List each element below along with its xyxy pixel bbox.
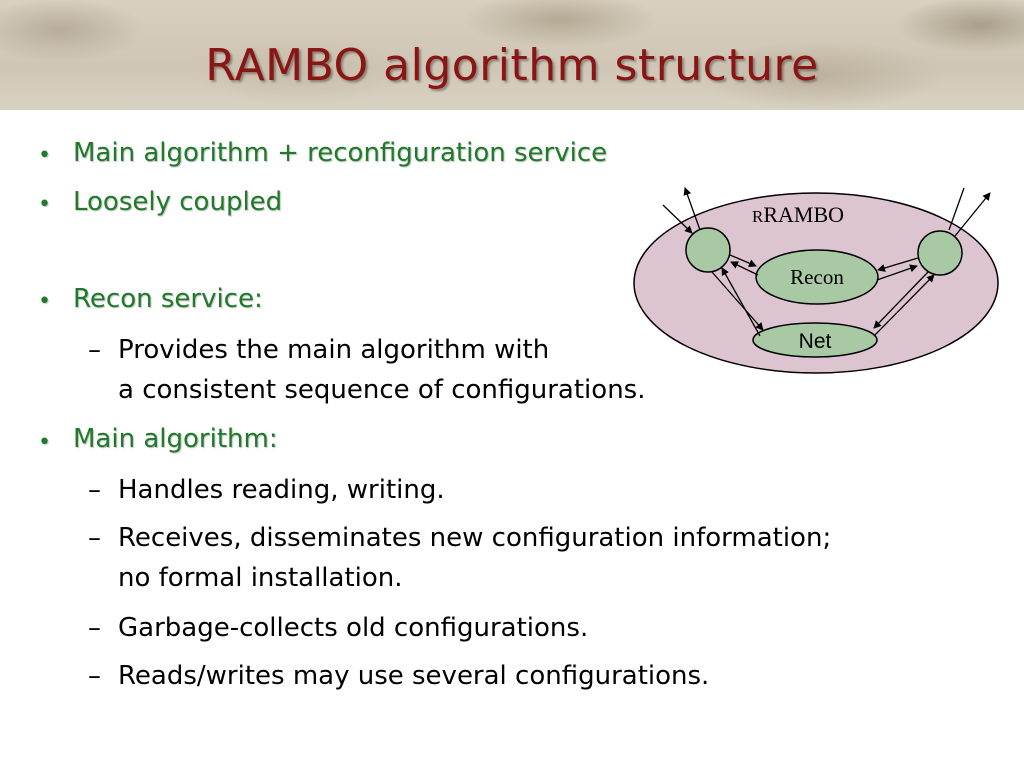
bullet-recon-service: Recon service: [73, 284, 263, 314]
arrow-out-left [683, 187, 701, 231]
arrow-out-right [954, 192, 991, 237]
arrow-in-left [662, 204, 693, 234]
recon-label: Recon [790, 265, 844, 289]
dash-icon: – [88, 523, 101, 553]
bullet-icon: • [38, 143, 51, 168]
main-sub-handles: Handles reading, writing. [118, 475, 445, 505]
recon-sub-line1: Provides the main algorithm with [118, 335, 550, 365]
main-node-right [917, 230, 963, 276]
rambo-prefix-label: R [752, 207, 764, 226]
svg-text:RRAMBO: RRAMBO [752, 202, 844, 227]
bullet-loosely-coupled: Loosely coupled [73, 187, 283, 217]
header-background [0, 0, 1024, 110]
arrow-right-to-net [873, 271, 929, 329]
dash-icon: – [88, 613, 101, 643]
recon-sub-line2: a consistent sequence of configurations. [118, 375, 646, 405]
main-sub-receives-line1: Receives, disseminates new configuration… [118, 523, 832, 553]
main-node-left [685, 227, 731, 273]
dash-icon: – [88, 475, 101, 505]
bullet-icon: • [38, 430, 51, 455]
bullet-icon: • [38, 192, 51, 217]
main-sub-reads-writes: Reads/writes may use several configurati… [118, 661, 710, 691]
net-node [752, 322, 878, 358]
dash-icon: – [88, 661, 101, 691]
bullet-main-algorithm-recon: Main algorithm + reconfiguration service [73, 138, 608, 168]
arrow-left-to-recon [729, 254, 757, 267]
net-label: Net [799, 330, 832, 353]
main-sub-receives-line2: no formal installation. [118, 563, 403, 593]
recon-node [755, 249, 879, 305]
arrow-left-to-net [711, 271, 764, 331]
arrow-recon-to-right [876, 264, 918, 281]
bullet-icon: • [38, 289, 51, 314]
arrow-net-to-left [721, 267, 761, 337]
dash-icon: – [88, 335, 101, 365]
main-sub-garbage: Garbage-collects old configurations. [118, 613, 589, 643]
arrow-right-to-recon [877, 257, 919, 272]
arrow-net-to-right [873, 274, 935, 337]
bullet-main-algorithm: Main algorithm: [73, 424, 278, 454]
rambo-label: RAMBO [763, 202, 844, 227]
line-in-right [948, 187, 965, 231]
slide-title: RAMBO algorithm structure [205, 40, 819, 91]
arrow-recon-to-left [730, 261, 759, 276]
